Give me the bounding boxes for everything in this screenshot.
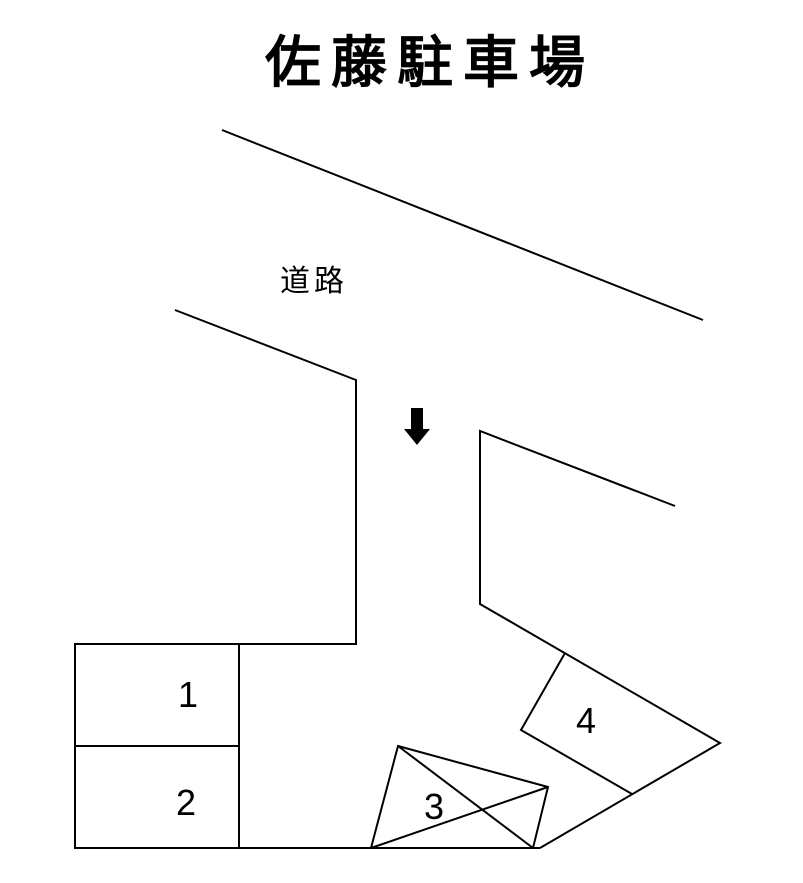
- spot-1-number: 1: [178, 674, 199, 715]
- spot-4-outline: [519, 652, 633, 795]
- down-arrow-icon: [404, 408, 430, 445]
- spot-3-number: 3: [424, 786, 445, 827]
- spot-4-number: 4: [576, 700, 597, 741]
- lot-boundary-left: [74, 309, 540, 849]
- road-edge-upper: [221, 129, 704, 321]
- spot-3-cross-a: [397, 745, 534, 849]
- spot-2-number: 2: [176, 782, 197, 823]
- spot-3-cross-b: [370, 786, 549, 849]
- page-title: 佐藤駐車場: [265, 31, 595, 96]
- road-label: 道路: [280, 264, 348, 299]
- lot-boundary-right: [479, 429, 722, 849]
